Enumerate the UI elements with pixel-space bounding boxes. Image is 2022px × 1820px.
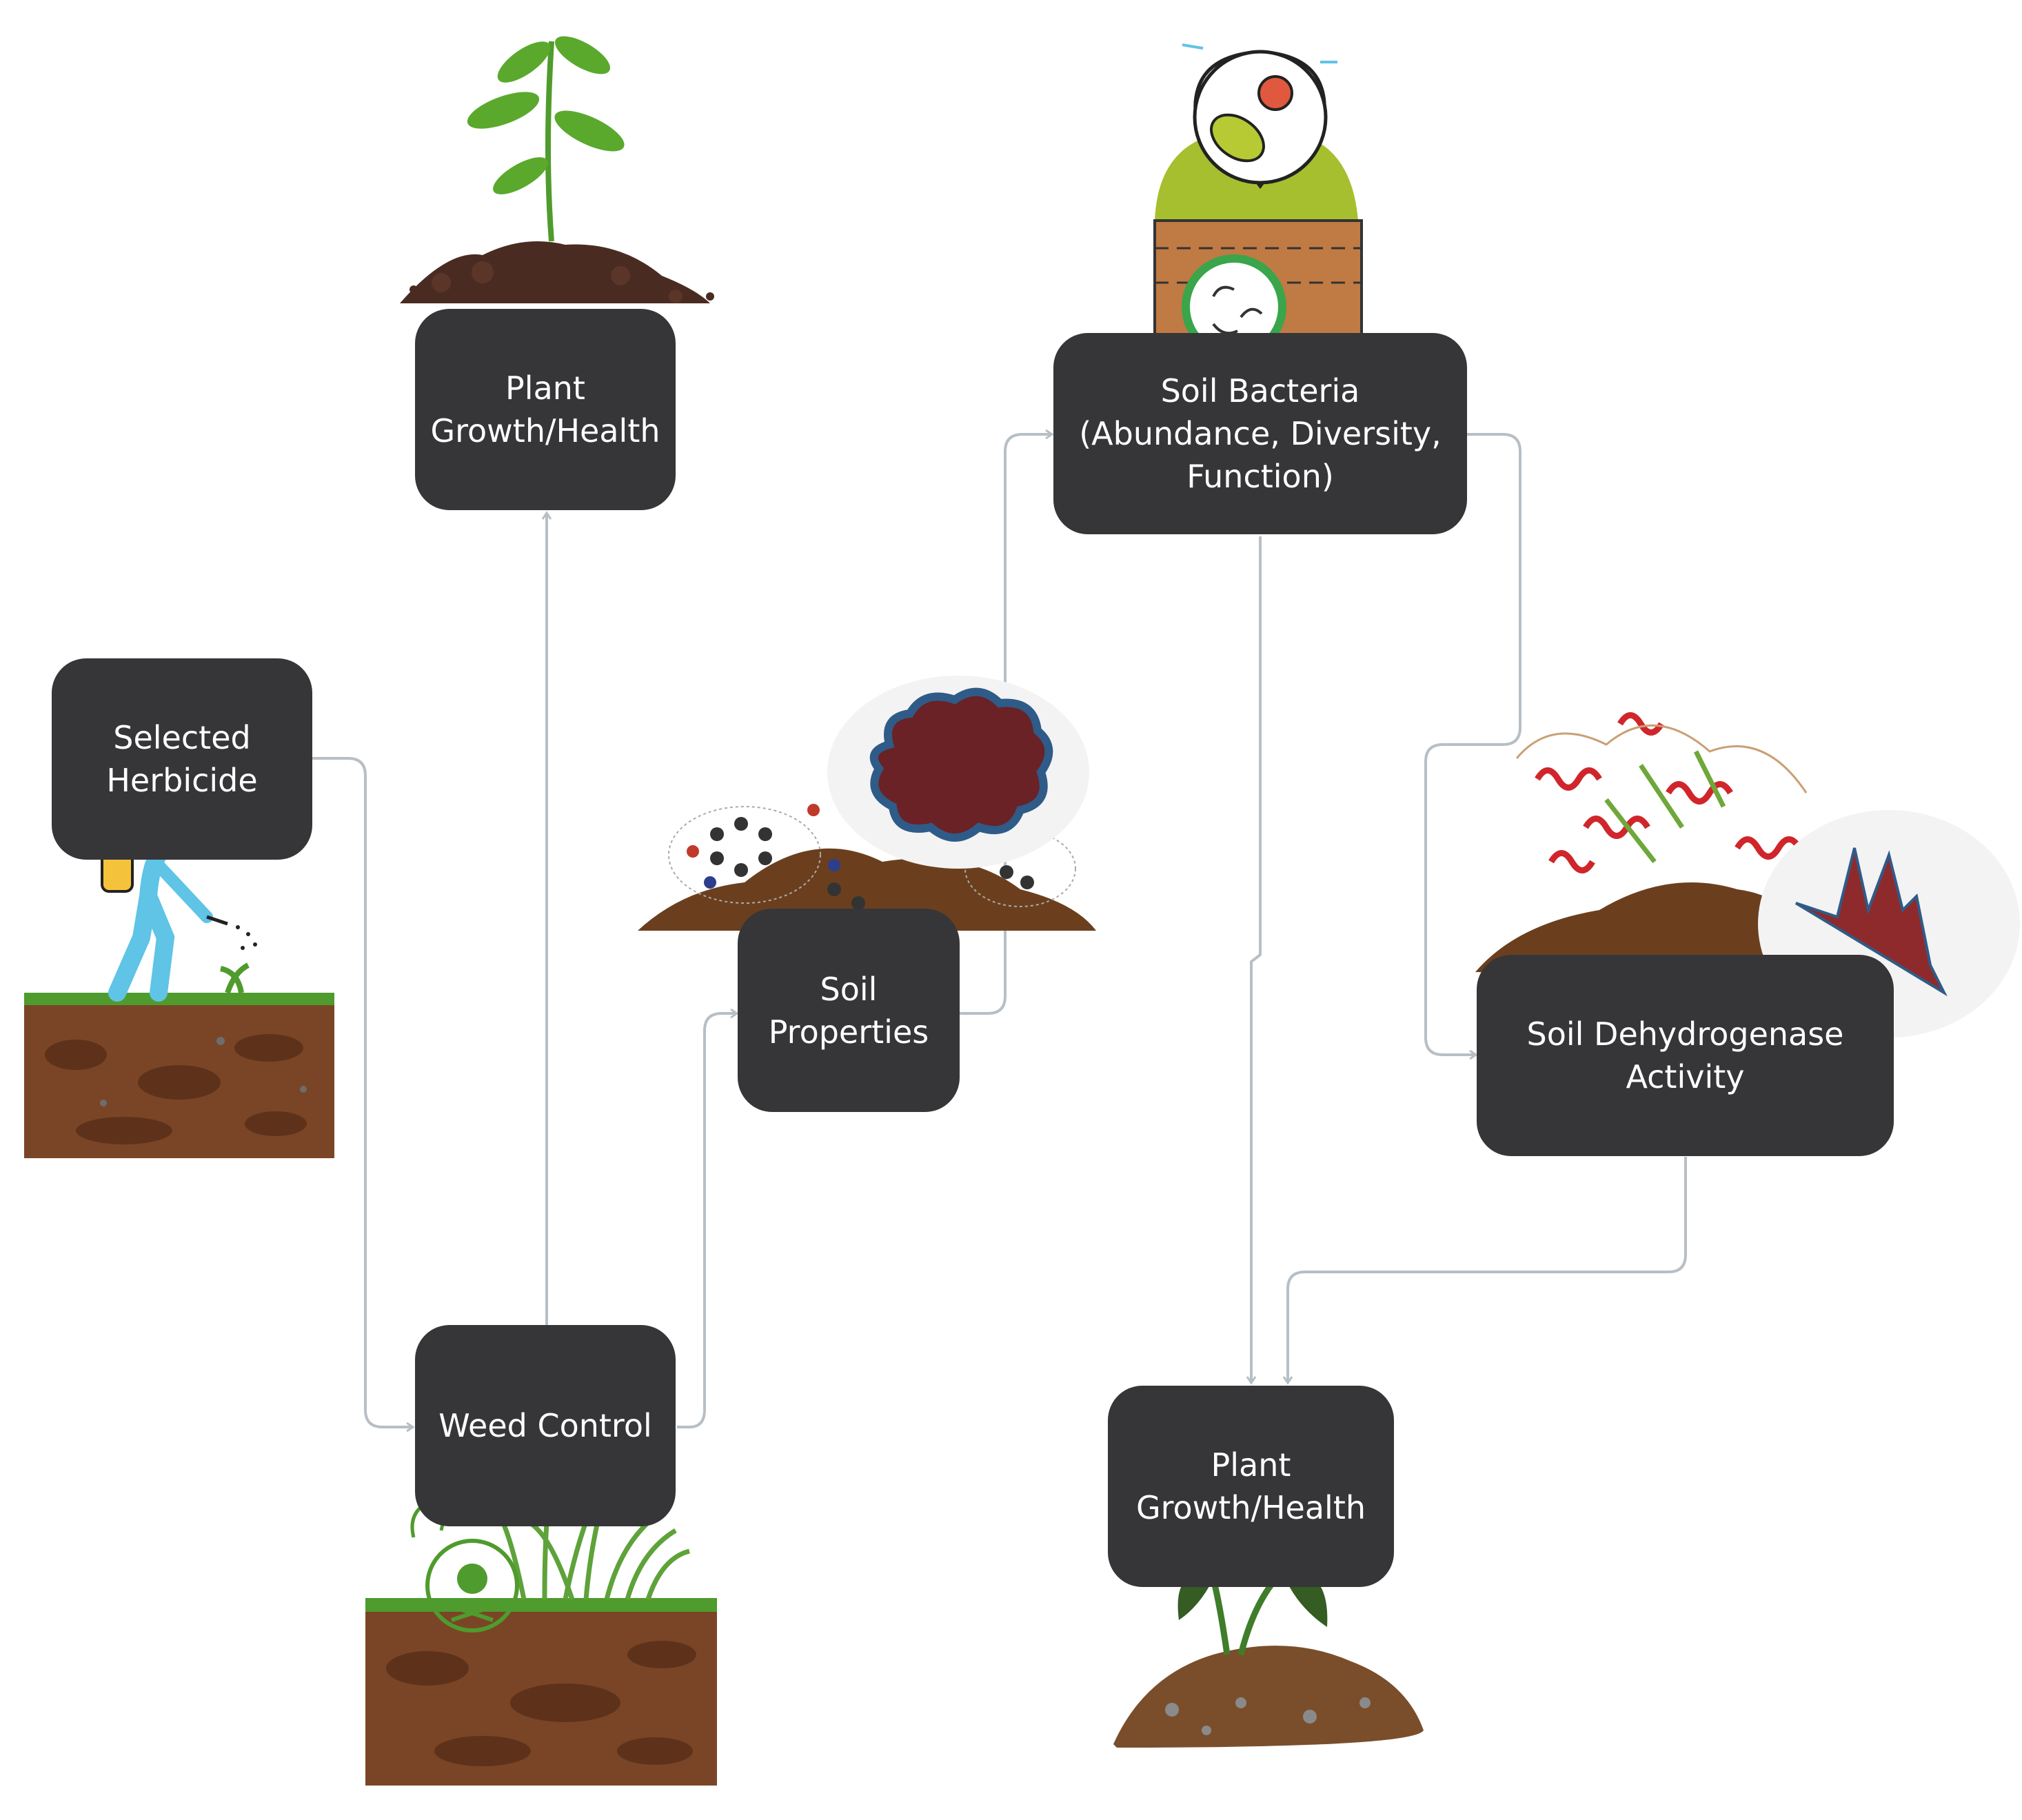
- soil-block-icon: [24, 993, 334, 1158]
- node-soil-dehydrogenase: Soil Dehydrogenase Activity: [1477, 955, 1894, 1156]
- node-soil-properties: Soil Properties: [738, 909, 960, 1112]
- node-selected-herbicide: Selected Herbicide: [52, 658, 312, 860]
- node-label: Selected Herbicide: [106, 719, 258, 799]
- soil-bacteria-magnifier-icon: [1153, 43, 1363, 374]
- node-label: Soil Properties: [768, 970, 929, 1051]
- node-plant-growth-top: Plant Growth/Health: [415, 309, 676, 510]
- node-label: Plant Growth/Health: [1135, 1446, 1366, 1526]
- node-plant-growth-bottom: Plant Growth/Health: [1108, 1386, 1394, 1587]
- node-weed-control: Weed Control: [415, 1325, 676, 1526]
- node-soil-bacteria: Soil Bacteria (Abundance, Diversity, Fun…: [1053, 333, 1467, 534]
- node-label: Soil Bacteria (Abundance, Diversity, Fun…: [1079, 372, 1442, 495]
- connector-bacteria-to-plant-bottom: [1251, 536, 1262, 1382]
- connector-dehydrogenase-to-plant-bottom: [1288, 1157, 1687, 1382]
- node-label: Plant Growth/Health: [430, 370, 660, 449]
- connectors: [312, 433, 1687, 1428]
- connector-bacteria-to-dehydrogenase: [1424, 433, 1521, 1055]
- node-label: Weed Control: [438, 1407, 652, 1444]
- connector-herbicide-to-weed: [312, 757, 412, 1427]
- node-label: Soil Dehydrogenase Activity: [1526, 1015, 1844, 1095]
- soil-cloud-icon: [827, 676, 1089, 869]
- weed-grass-soil-icon: [365, 1446, 717, 1786]
- wilted-plant-icon: [1113, 1555, 1424, 1748]
- connector-weed-to-soil-properties: [677, 1013, 736, 1428]
- seedling-in-soil-icon: [400, 36, 714, 303]
